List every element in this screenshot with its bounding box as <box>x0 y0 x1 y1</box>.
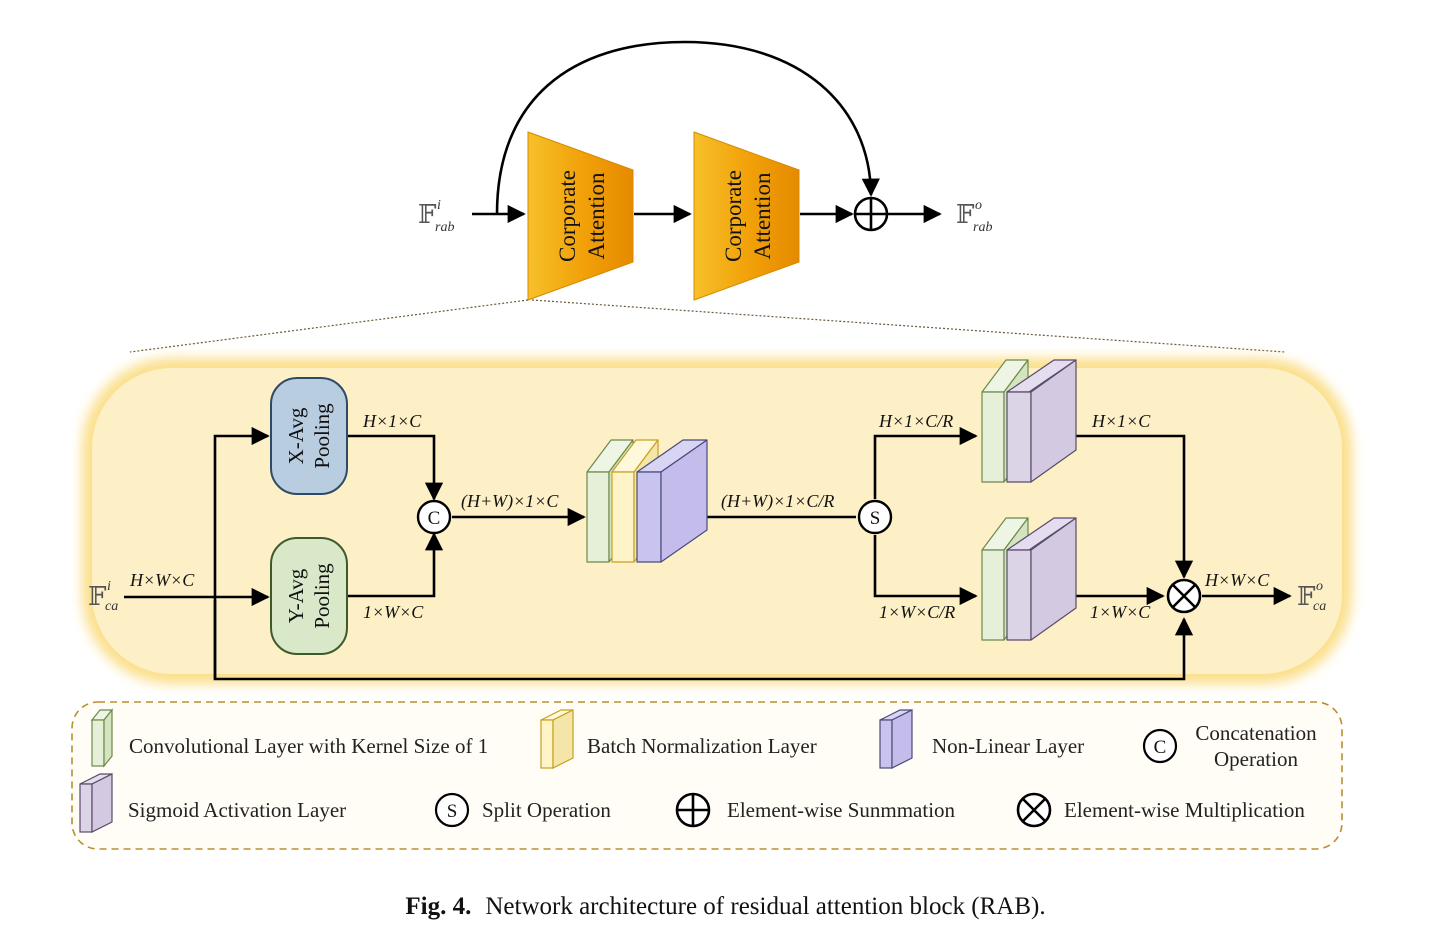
multiplication-icon <box>1166 578 1202 614</box>
caption-label: Fig. 4. <box>405 893 472 920</box>
detail-input-sub: ca <box>105 599 118 614</box>
detail-output-sup: o <box>1316 579 1323 594</box>
legend-split-label: Split Operation <box>482 798 611 822</box>
skip-connection-arc <box>495 40 880 215</box>
split-symbol: S <box>870 508 881 529</box>
y-pool-label-line1: Y-Avg <box>284 568 308 623</box>
mult-dim: H×W×C <box>1204 570 1270 590</box>
summation-icon <box>853 196 889 232</box>
legend-bn-label: Batch Normalization Layer <box>587 734 817 758</box>
legend-concat-line1: Concatenation <box>1195 721 1317 745</box>
detail-output-symbol: 𝔽 <box>1297 582 1316 611</box>
x-pool-label-line1: X-Avg <box>284 407 308 464</box>
batch-norm-icon <box>540 709 574 769</box>
corporate-attention-block-1 <box>527 131 634 301</box>
legend-multiplication-icon <box>1016 792 1052 828</box>
top-input-symbol: 𝔽 <box>418 200 437 229</box>
block1-label-line1: Corporate <box>555 170 580 262</box>
x-pool-dim: H×1×C <box>362 411 422 431</box>
legend-concat-symbol: C <box>1154 737 1167 758</box>
split-icon <box>857 499 893 535</box>
legend-concat-line2: Operation <box>1214 747 1298 771</box>
nonlinear-layer-icon <box>879 709 913 769</box>
top-branch-stack <box>981 359 1077 483</box>
top-output-sup: o <box>975 198 982 213</box>
conv-layer-icon <box>90 708 114 768</box>
legend: Convolutional Layer with Kernel Size of … <box>71 701 1343 850</box>
detail-input-dim: H×W×C <box>129 570 195 590</box>
concat-icon <box>416 499 452 535</box>
detail-input-sup: i <box>107 579 111 594</box>
split-top-dim: H×1×C/R <box>878 411 953 431</box>
top-residual-block: Corporate Attention Corporate Attention … <box>418 40 992 301</box>
legend-split-icon <box>434 792 470 828</box>
stack-dim: (H+W)×1×C/R <box>721 491 834 512</box>
legend-summation-icon <box>675 792 711 828</box>
top-output-sub: rab <box>973 220 992 235</box>
legend-sum-label: Element-wise Sunmmation <box>727 798 956 822</box>
legend-conv-label: Convolutional Layer with Kernel Size of … <box>129 734 488 758</box>
legend-border <box>71 701 1343 850</box>
legend-split-symbol: S <box>447 801 458 822</box>
corporate-attention-detail: 𝔽 i ca H×W×C X-Avg Pooling Y-Avg Pooling… <box>82 358 1352 684</box>
block2-label-line2: Attention <box>750 172 775 259</box>
top-input-sup: i <box>437 198 441 213</box>
y-pool-label-line2: Pooling <box>310 563 334 629</box>
concat-dim: (H+W)×1×C <box>461 491 559 512</box>
sigmoid-layer-icon <box>79 773 113 833</box>
y-avg-pooling-box <box>270 537 348 655</box>
detail-output-sub: ca <box>1313 599 1326 614</box>
branch-bottom-dim: 1×W×C <box>1090 602 1151 622</box>
branch-top-dim: H×1×C <box>1091 411 1151 431</box>
top-output-symbol: 𝔽 <box>956 200 975 229</box>
x-avg-pooling-box <box>270 377 348 495</box>
legend-nonlinear-label: Non-Linear Layer <box>932 734 1084 758</box>
top-input-sub: rab <box>435 220 454 235</box>
block1-label-line2: Attention <box>584 172 609 259</box>
conv-bn-nonlinear-stack <box>586 439 708 563</box>
figure-caption: Fig. 4. Network architecture of residual … <box>0 893 1451 921</box>
x-pool-label-line2: Pooling <box>310 403 334 469</box>
bottom-branch-stack <box>981 517 1077 641</box>
detail-wiring <box>124 426 1292 681</box>
caption-text: Network architecture of residual attenti… <box>485 893 1046 920</box>
legend-concat-icon <box>1142 728 1178 764</box>
split-bottom-dim: 1×W×C/R <box>879 602 955 622</box>
zoom-line-left <box>129 299 529 353</box>
y-pool-dim: 1×W×C <box>363 602 424 622</box>
zoom-line-right <box>531 299 1286 353</box>
concat-symbol: C <box>428 508 441 529</box>
legend-mult-label: Element-wise Multiplication <box>1064 798 1305 822</box>
legend-sigmoid-label: Sigmoid Activation Layer <box>128 798 346 822</box>
corporate-attention-block-2 <box>693 131 800 301</box>
block2-label-line1: Corporate <box>721 170 746 262</box>
detail-input-symbol: 𝔽 <box>88 582 107 611</box>
